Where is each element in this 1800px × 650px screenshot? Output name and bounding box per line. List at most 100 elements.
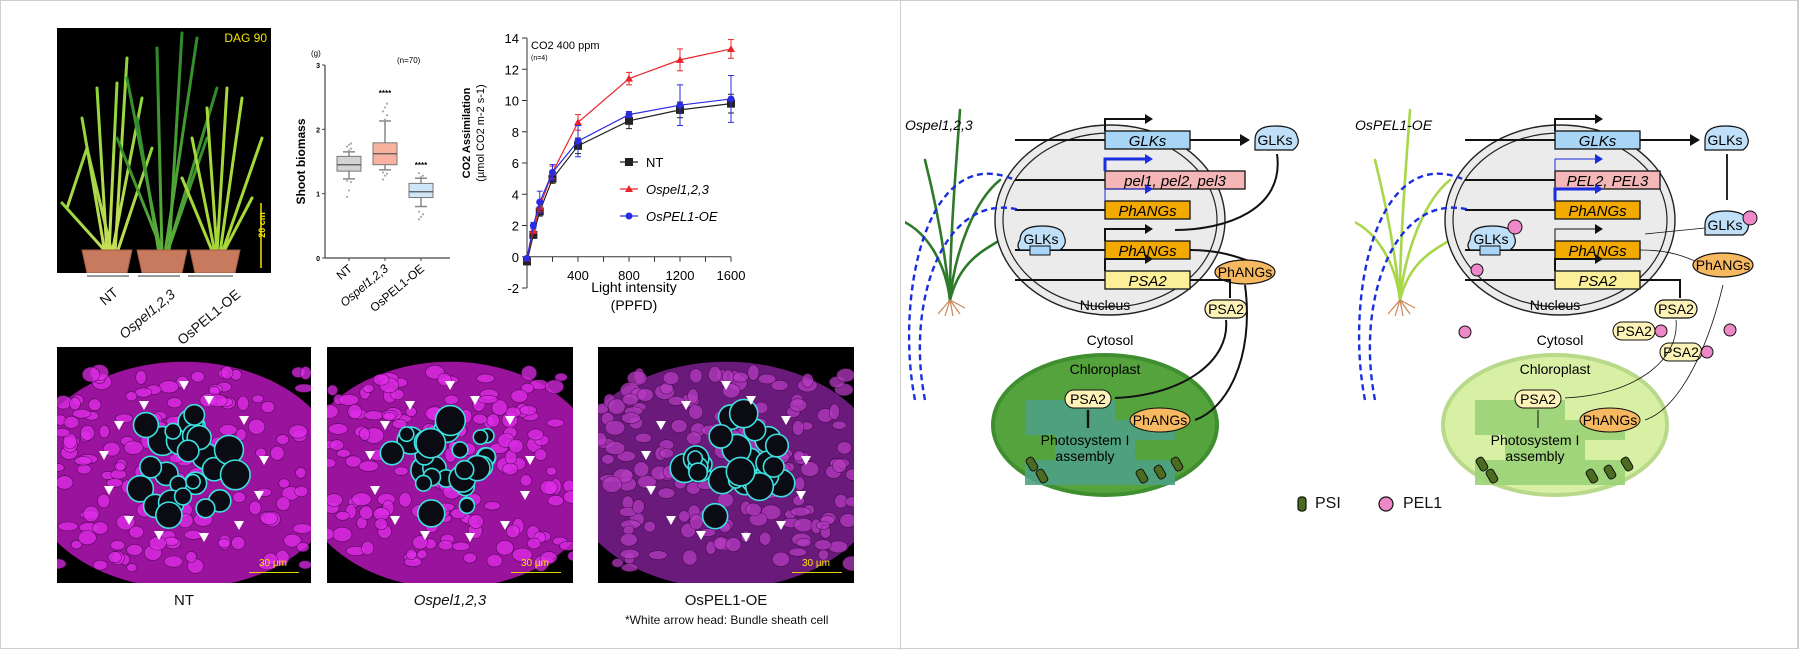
mesophyll-cell xyxy=(57,521,79,532)
vascular-cell xyxy=(155,501,183,530)
pel1-dot-icon xyxy=(1378,496,1394,512)
mesophyll-cell xyxy=(832,458,847,473)
mesophyll-cell xyxy=(477,395,498,404)
data-point xyxy=(727,44,735,52)
bundle-sheath-arrowhead xyxy=(204,396,214,405)
legend-pel1-label: PEL1 xyxy=(1403,495,1443,512)
transcription-arrowhead xyxy=(1145,184,1153,194)
mesophyll-cell xyxy=(114,461,126,472)
mesophyll-cell xyxy=(689,514,704,530)
mesophyll-cell xyxy=(687,388,699,404)
pel1-dot xyxy=(1507,219,1523,235)
mesophyll-cell xyxy=(725,537,742,552)
glks-pel1-complex xyxy=(1704,210,1749,236)
y-tick-label: 3 xyxy=(316,63,320,70)
mesophyll-cell xyxy=(327,404,339,419)
data-point xyxy=(536,198,544,206)
root xyxy=(1399,299,1416,309)
root xyxy=(937,299,951,315)
vascular-cell xyxy=(458,497,476,515)
pel1-dot xyxy=(1742,210,1758,226)
pel1-dot xyxy=(1654,324,1668,338)
transcription-arrow xyxy=(1554,228,1595,241)
mesophyll-cell xyxy=(567,550,573,562)
mesophyll-cell xyxy=(844,496,854,508)
pel1-dot xyxy=(1723,323,1737,337)
micrograph-ospel1oe-image xyxy=(598,361,854,583)
tissue xyxy=(57,361,311,583)
transcription-arrow xyxy=(1103,157,1145,171)
mesophyll-cell xyxy=(126,563,138,573)
root xyxy=(944,299,951,317)
bundle-sheath-arrowhead xyxy=(254,491,264,500)
bundle-sheath-arrowhead xyxy=(746,396,756,405)
plant-photo: DAG 90 20 cm xyxy=(57,28,271,273)
outlier-point xyxy=(345,145,349,148)
psi-complex xyxy=(1475,456,1489,472)
mesophyll-cell xyxy=(359,505,374,520)
bundle-sheath-arrowhead xyxy=(380,421,390,430)
mesophyll-cell xyxy=(836,368,854,383)
plant-leaf xyxy=(1398,178,1452,302)
x-tick-label: 800 xyxy=(618,268,640,283)
bundle-sheath-arrowhead xyxy=(199,533,209,542)
bundle-sheath-arrowhead xyxy=(154,531,164,540)
y-tick-label: 0 xyxy=(316,256,320,263)
transcription-arrowhead xyxy=(1595,224,1603,234)
outlier-point xyxy=(383,174,387,177)
mesophyll-cell xyxy=(109,540,126,551)
data-point xyxy=(523,254,531,262)
plant-leaf xyxy=(1355,220,1402,302)
mesophyll-cell xyxy=(57,475,74,490)
mesophyll-cell xyxy=(292,523,311,534)
outlier-point xyxy=(385,114,389,117)
assembly-label-2: assembly xyxy=(1055,448,1114,464)
gene-label: PhANGs xyxy=(1568,203,1627,220)
phangs-import-arrow xyxy=(1644,284,1724,421)
mesophyll-cell xyxy=(747,364,760,381)
mesophyll-cell xyxy=(547,495,564,507)
mesophyll-cell xyxy=(288,424,308,439)
transcription-arrowhead xyxy=(1595,114,1603,124)
data-point xyxy=(625,111,633,119)
x-axis-label-unit: (PPFD) xyxy=(611,297,658,313)
micrograph-nt: 30 µm xyxy=(57,347,311,583)
mesophyll-cell xyxy=(247,418,266,435)
gene-label: pel1, pel2, pel3 xyxy=(1123,173,1226,190)
mesophyll-cell xyxy=(63,415,80,429)
psa2-imported-label: PSA2 xyxy=(1520,391,1556,407)
dashed-feedback-arc xyxy=(1368,206,1471,401)
model-title: OsPEL1-OE xyxy=(1355,117,1433,133)
mesophyll-cell xyxy=(393,466,409,476)
mesophyll-cell xyxy=(166,397,183,409)
psa2-imported xyxy=(1514,389,1562,409)
mesophyll-cell xyxy=(361,540,375,556)
legend-pel1: PEL1 xyxy=(1377,495,1442,513)
outlier-point xyxy=(347,143,351,146)
mesophyll-cell xyxy=(263,552,278,566)
gene-label: PSA2 xyxy=(1578,273,1617,290)
phangs-imported-label: PhANGs xyxy=(1583,412,1637,428)
mesophyll-cell xyxy=(76,464,92,475)
vascular-cell xyxy=(164,422,182,440)
mesophyll-cell xyxy=(635,432,652,444)
mesophyll-cell xyxy=(845,468,854,481)
mesophyll-cell xyxy=(332,526,353,543)
mesophyll-cell xyxy=(451,541,470,552)
y-tick-label: -2 xyxy=(507,281,519,296)
transcription-arrowhead xyxy=(1145,154,1153,164)
bundle-sheath-arrowhead xyxy=(500,521,510,530)
x-axis-label: Light intensity xyxy=(591,279,677,295)
bundle-sheath-arrowhead xyxy=(525,456,535,465)
assembly-label-2: assembly xyxy=(1505,448,1564,464)
caption-nt: NT xyxy=(174,592,194,609)
bundle-sheath-arrowhead xyxy=(124,516,134,525)
vascular-cell xyxy=(195,498,216,519)
mesophyll-cell xyxy=(793,517,814,533)
transcription-arrow xyxy=(1104,258,1145,271)
psa2-pel1-label: PSA2 xyxy=(1616,323,1652,339)
y-tick-label: 1 xyxy=(316,192,320,199)
phangs-protein xyxy=(1214,259,1276,285)
vascular-cell xyxy=(764,433,790,458)
outlier-point xyxy=(419,215,423,218)
